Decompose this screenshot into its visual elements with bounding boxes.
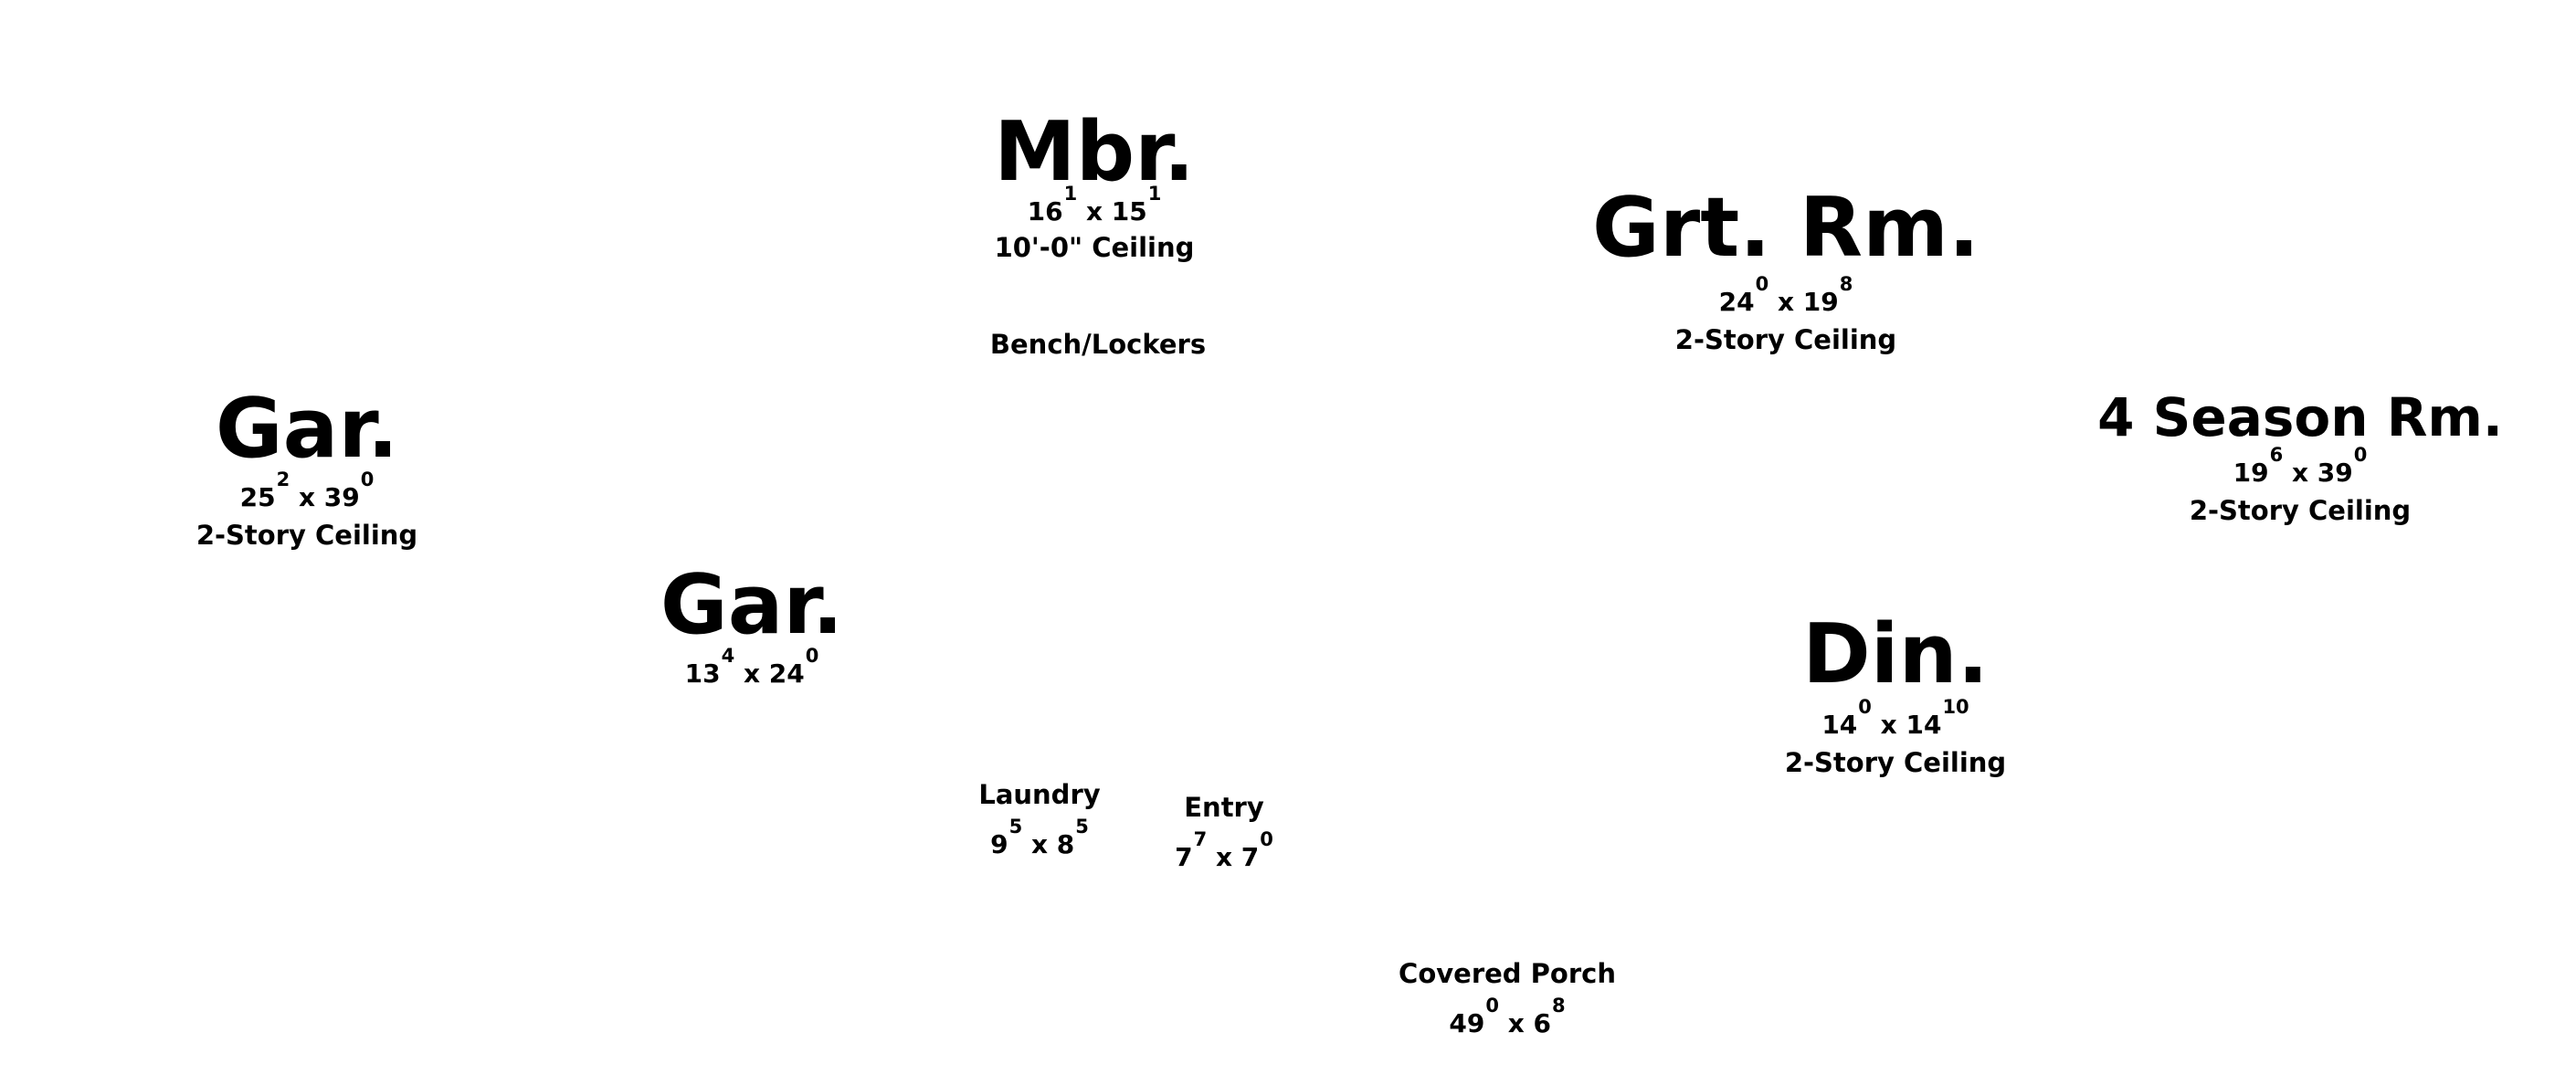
room-ceiling: 2-Story Ceiling — [195, 520, 418, 551]
room-covered-porch: Covered Porch 490 x 68 — [1399, 961, 1616, 1037]
room-ceiling: 2-Story Ceiling — [2189, 495, 2412, 526]
room-dimensions: 490 x 68 — [1449, 995, 1566, 1038]
room-ceiling: 2-Story Ceiling — [1674, 324, 1897, 355]
room-name: Din. — [1802, 606, 1989, 702]
room-garage-left: Gar. 252 x 390 2-Story Ceiling — [196, 388, 417, 552]
room-dimensions: 252 x 390 — [239, 469, 375, 512]
room-ceiling: 2-Story Ceiling — [1784, 747, 2007, 778]
room-dimensions: 240 x 198 — [1718, 273, 1853, 317]
bench-lockers-label: Bench/Lockers — [989, 329, 1207, 360]
room-name: 4 Season Rm. — [2097, 386, 2503, 448]
room-name: Gar. — [215, 381, 399, 477]
room-mbr: Mbr. 161 x 151 10'-0" Ceiling — [994, 111, 1195, 264]
room-name: Mbr. — [994, 104, 1195, 200]
room-entry: Entry 77 x 70 — [1175, 795, 1273, 870]
room-ceiling: 10'-0" Ceiling — [994, 232, 1195, 263]
room-name: Laundry — [978, 779, 1101, 810]
room-dimensions: 77 x 70 — [1175, 828, 1273, 872]
room-dining: Din. 140 x 1410 2-Story Ceiling — [1785, 614, 2006, 779]
room-great-room: Grt. Rm. 240 x 198 2-Story Ceiling — [1592, 187, 1980, 356]
room-dimensions: 134 x 240 — [684, 645, 819, 689]
room-dimensions: 95 x 85 — [990, 816, 1089, 859]
room-dimensions: 161 x 151 — [1027, 183, 1162, 226]
room-four-season: 4 Season Rm. 196 x 390 2-Story Ceiling — [2097, 391, 2503, 527]
room-garage-center: Gar. 134 x 240 — [660, 564, 843, 687]
room-name: Entry — [1184, 792, 1264, 823]
room-dimensions: 140 x 1410 — [1821, 696, 1969, 740]
room-name: Covered Porch — [1399, 958, 1616, 989]
room-name: Grt. Rm. — [1591, 180, 1980, 276]
room-laundry: Laundry 95 x 85 — [978, 782, 1100, 858]
room-dimensions: 196 x 390 — [2233, 444, 2368, 488]
room-name: Gar. — [660, 557, 844, 653]
